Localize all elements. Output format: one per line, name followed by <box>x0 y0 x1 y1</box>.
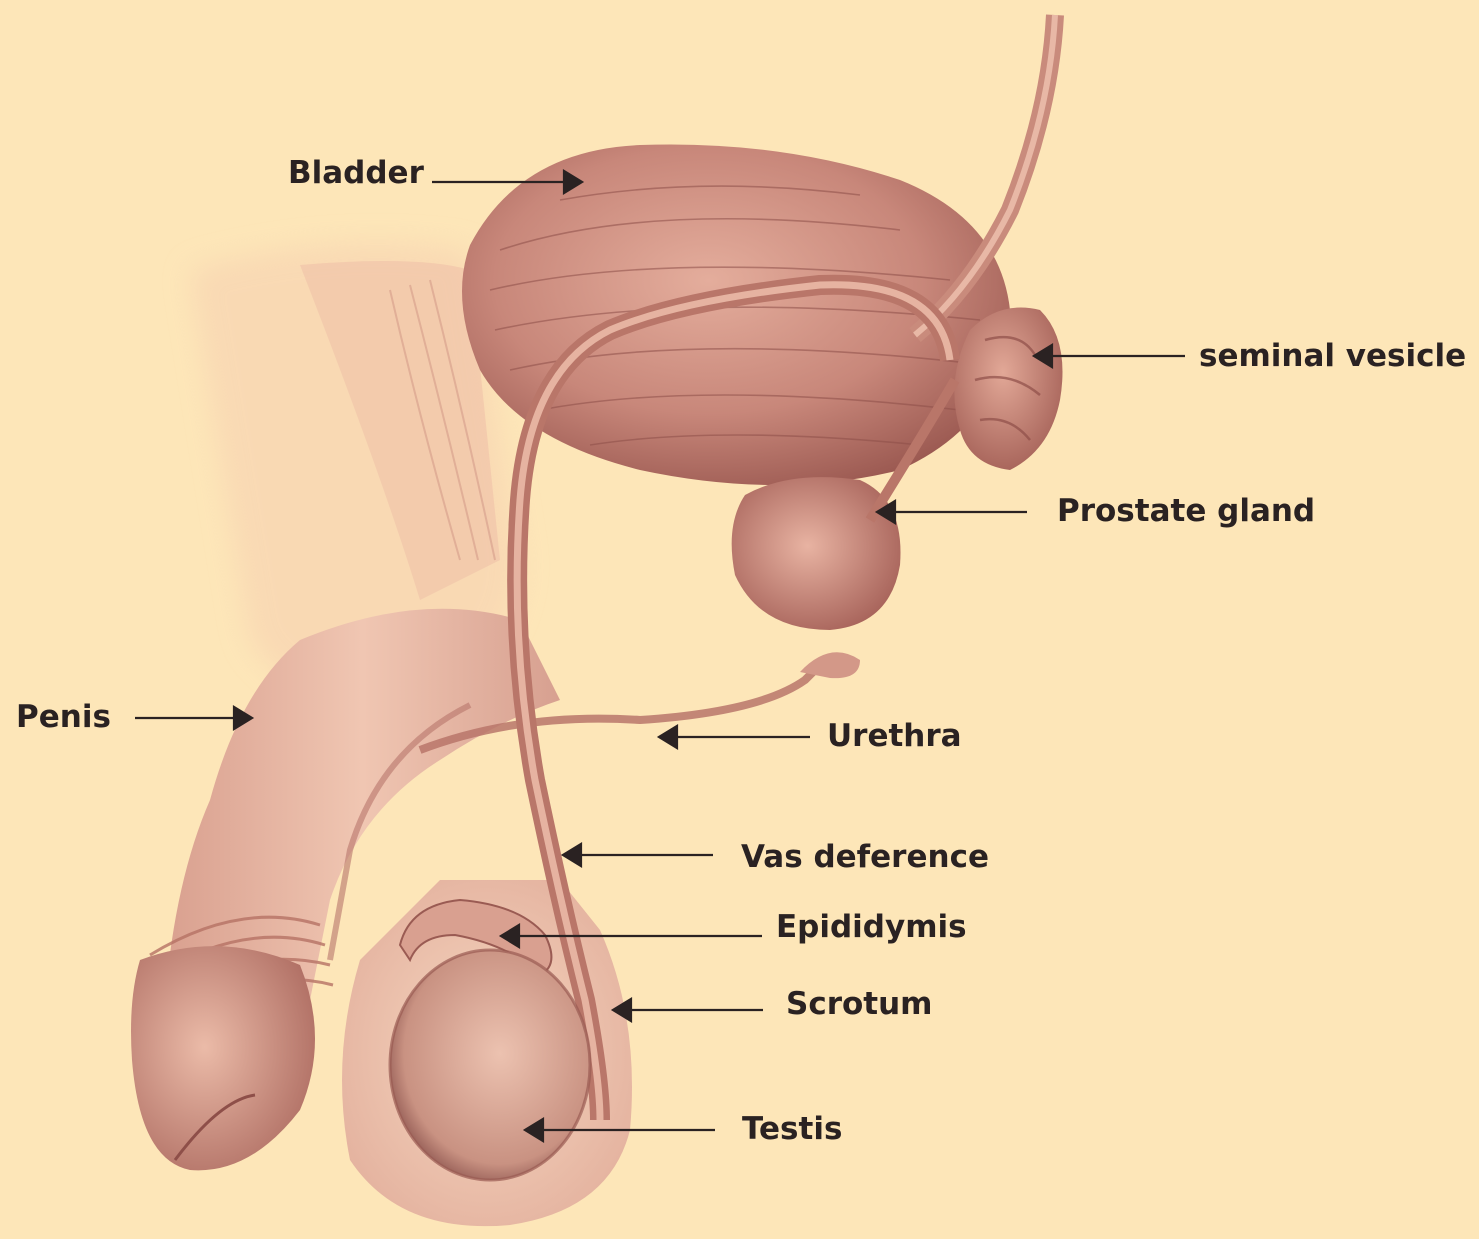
label-seminal-vesicle: seminal vesicle <box>1199 341 1466 372</box>
label-scrotum: Scrotum <box>786 989 932 1020</box>
label-vas-deference: Vas deference <box>741 842 989 873</box>
seminal-vesicle <box>954 308 1062 471</box>
vas-deference-arrow <box>563 844 713 866</box>
prostate-gland <box>732 477 901 630</box>
penis-arrow <box>135 707 252 729</box>
label-epididymis: Epididymis <box>776 912 967 943</box>
label-penis: Penis <box>16 702 111 733</box>
label-testis: Testis <box>742 1114 842 1145</box>
glans <box>131 946 315 1170</box>
urethra-arrow <box>659 726 810 748</box>
scrotum-arrow <box>613 999 763 1021</box>
label-urethra: Urethra <box>827 721 962 752</box>
label-prostate-gland: Prostate gland <box>1057 496 1315 527</box>
prostate-gland-arrow <box>877 501 1027 523</box>
label-bladder: Bladder <box>288 158 424 189</box>
